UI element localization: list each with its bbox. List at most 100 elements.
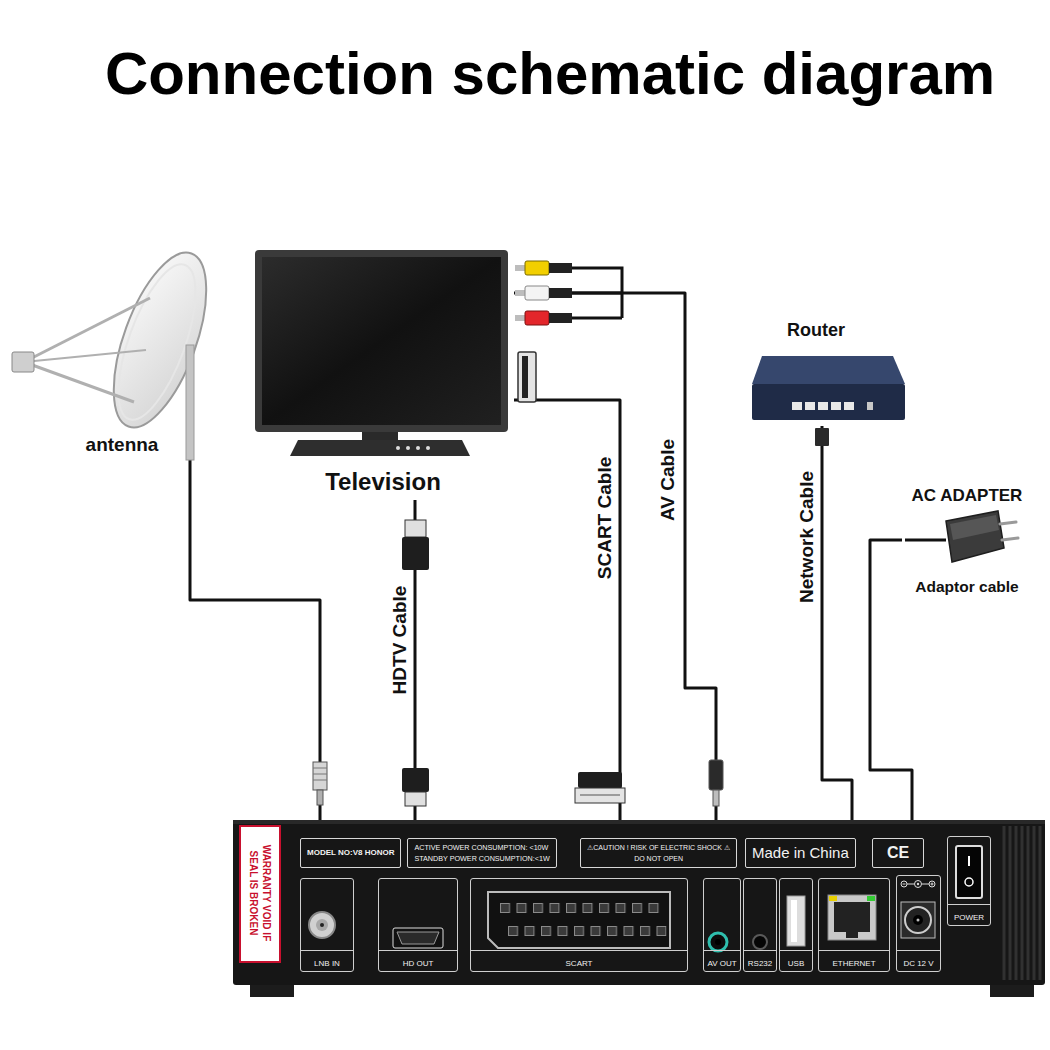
cable-plugs	[313, 261, 829, 806]
cable-plugs-part	[709, 760, 723, 790]
port-label: SCART	[566, 959, 593, 969]
port-panel: SCART	[470, 878, 688, 972]
port-icons-part	[709, 933, 727, 951]
device-label: AC ADAPTER	[912, 486, 1023, 506]
ac-adapter-part	[1000, 522, 1018, 540]
receiver-housing-part	[250, 985, 294, 997]
cable-plugs-part	[515, 315, 525, 321]
port-icons-part	[905, 907, 931, 933]
plate-text: STANDBY POWER CONSUMPTION:<1W	[414, 853, 549, 864]
port-icons-part	[508, 926, 667, 936]
router-box-part	[792, 402, 802, 410]
plate-text: Made in China	[752, 844, 849, 862]
port-label-holder: USB	[780, 950, 812, 970]
television-set-part	[362, 432, 398, 440]
television-set	[255, 250, 508, 456]
port-panel: ETHERNET	[818, 878, 890, 972]
port-icons-part	[834, 902, 870, 932]
cable-plugs-part	[402, 537, 429, 570]
receiver-housing-part	[240, 826, 280, 962]
port-icons-part	[917, 883, 919, 885]
port-label: ETHERNET	[832, 959, 875, 969]
receiver-housing-part	[1004, 826, 1040, 980]
plate-text: MODEL NO:V8 HONOR	[307, 848, 394, 858]
port-label: AV OUT	[707, 959, 736, 969]
port-label: LNB IN	[314, 959, 340, 969]
port-icons-part	[965, 878, 973, 886]
cable-line	[514, 293, 716, 878]
cable-label-holder: Network Cable	[797, 468, 818, 606]
receiver-housing-part	[233, 820, 1045, 985]
port-icons-part	[968, 856, 970, 866]
cable-plugs-part	[580, 795, 620, 796]
cable-plugs-part	[549, 288, 572, 298]
port-label-holder: DC 12 V	[897, 950, 940, 970]
port-icons-part	[917, 919, 920, 922]
device-label: Router	[787, 320, 845, 341]
port-icons-part	[867, 896, 875, 901]
ac-adapter-part	[905, 539, 946, 542]
port-icons-part	[956, 846, 982, 898]
port-icons-part	[397, 932, 439, 944]
receiver-housing-part	[990, 985, 1034, 997]
port-icons-part	[828, 895, 876, 940]
port-icons-part	[915, 881, 922, 888]
port-label-holder: ETHERNET	[819, 950, 889, 970]
cable-label: Network Cable	[797, 468, 818, 606]
port-label: DC 12 V	[903, 959, 933, 969]
cable-plugs-part	[518, 352, 536, 402]
device-label-holder: antenna	[65, 434, 179, 456]
router-node: Router	[748, 318, 910, 426]
cable-label: Adaptor cable	[912, 578, 1021, 595]
port-icons-part	[320, 923, 324, 927]
device-label-holder: Router	[748, 320, 884, 341]
cable-label: SCART Cable	[595, 454, 616, 582]
television-set-part	[396, 446, 400, 450]
port-label: RS232	[748, 959, 772, 969]
ac-adapter-part	[950, 515, 999, 540]
cable-plugs-part	[549, 313, 572, 323]
cable-label-holder: SCART Cable	[595, 454, 616, 582]
cable-label-holder: AV Cable	[658, 436, 679, 524]
cable-label-holder: Adaptor cable	[912, 578, 1021, 596]
label-plate: CE	[872, 838, 924, 868]
device-label: Television	[325, 468, 441, 496]
cable-plugs-part	[549, 263, 572, 273]
cable-plugs-part	[525, 261, 549, 275]
television-node: Television	[252, 246, 514, 500]
port-icons-part	[309, 912, 335, 938]
cable-plugs-part	[515, 290, 525, 296]
label-plate: MODEL NO:V8 HONOR	[300, 838, 401, 868]
cable-plugs-part	[578, 772, 622, 788]
port-label-holder: LNB IN	[301, 950, 353, 970]
ac-adapter	[905, 511, 1018, 562]
router-box-part	[752, 356, 905, 384]
satellite-dish-part	[24, 362, 134, 402]
adapter-node: AC ADAPTER	[902, 484, 1032, 564]
cable-line	[822, 426, 852, 878]
satellite-dish-part	[12, 352, 34, 372]
router-box	[752, 356, 905, 420]
satellite-dish-part	[103, 255, 212, 428]
satellite-dish-part	[186, 345, 194, 460]
port-label-holder: SCART	[471, 950, 687, 970]
port-label-holder: AV OUT	[704, 950, 740, 970]
port-label-holder: HD OUT	[379, 950, 457, 970]
satellite-dish-part	[24, 350, 146, 362]
label-plate: ⚠CAUTION ! RISK OF ELECTRIC SHOCK ⚠DO NO…	[580, 838, 737, 868]
port-icons-part	[316, 919, 328, 931]
satellite-dish	[12, 241, 225, 460]
plate-text: CE	[887, 844, 909, 862]
television-set-part	[262, 257, 501, 425]
cable-plugs-part	[522, 356, 528, 398]
diagram-title: Connection schematic diagram	[105, 38, 995, 110]
cable-label: HDTV Cable	[390, 583, 411, 698]
port-icons-part	[791, 900, 797, 942]
label-plate: ACTIVE POWER CONSUMPTION: <10WSTANDBY PO…	[407, 838, 556, 868]
cable-plugs-part	[525, 286, 549, 300]
port-label-holder: RS232	[744, 950, 776, 970]
port-icons-part	[488, 892, 670, 948]
router-box-part	[831, 402, 841, 410]
plate-text: DO NOT OPEN	[587, 853, 730, 864]
